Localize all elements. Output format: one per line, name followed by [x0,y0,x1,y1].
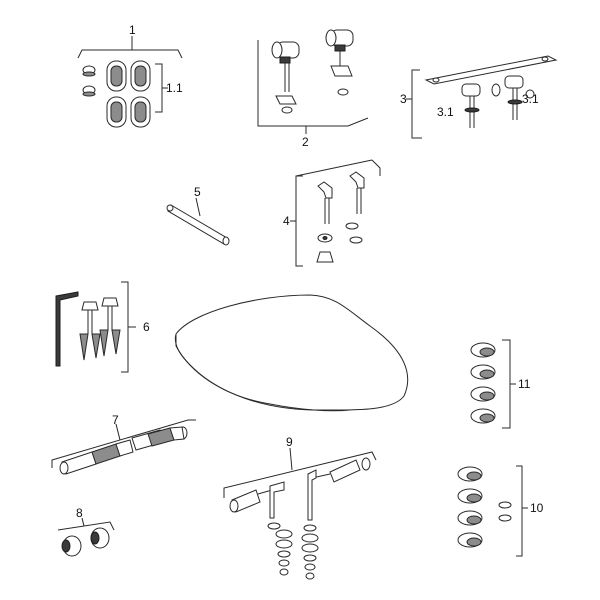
label-5: 5 [194,185,201,199]
label-4: 4 [283,214,290,228]
label-3-1-right: 3.1 [522,92,539,106]
label-2: 2 [302,135,309,149]
part-group-1: 1 1.1 [77,23,183,128]
part-group-9: 9 [223,435,377,580]
part-group-8: 8 [57,506,115,557]
label-3: 3 [400,92,407,106]
label-6: 6 [143,320,150,334]
toilet-seat [174,294,409,412]
part-group-6: 6 [55,281,150,373]
part-group-3: 3 3.1 3.1 [400,55,558,139]
part-group-4: 4 [283,159,381,267]
part-group-10: 10 [457,465,544,557]
part-group-11: 11 [470,339,531,429]
label-1-1: 1.1 [166,81,183,95]
label-8: 8 [76,506,83,520]
label-3-1-left: 3.1 [437,105,454,119]
part-group-2: 2 [257,29,369,149]
label-7: 7 [112,413,119,427]
part-group-7: 7 [51,413,196,475]
label-1: 1 [129,23,136,37]
label-11: 11 [518,377,531,391]
part-group-5: 5 [166,185,230,246]
label-9: 9 [286,435,293,449]
label-10: 10 [530,501,544,515]
